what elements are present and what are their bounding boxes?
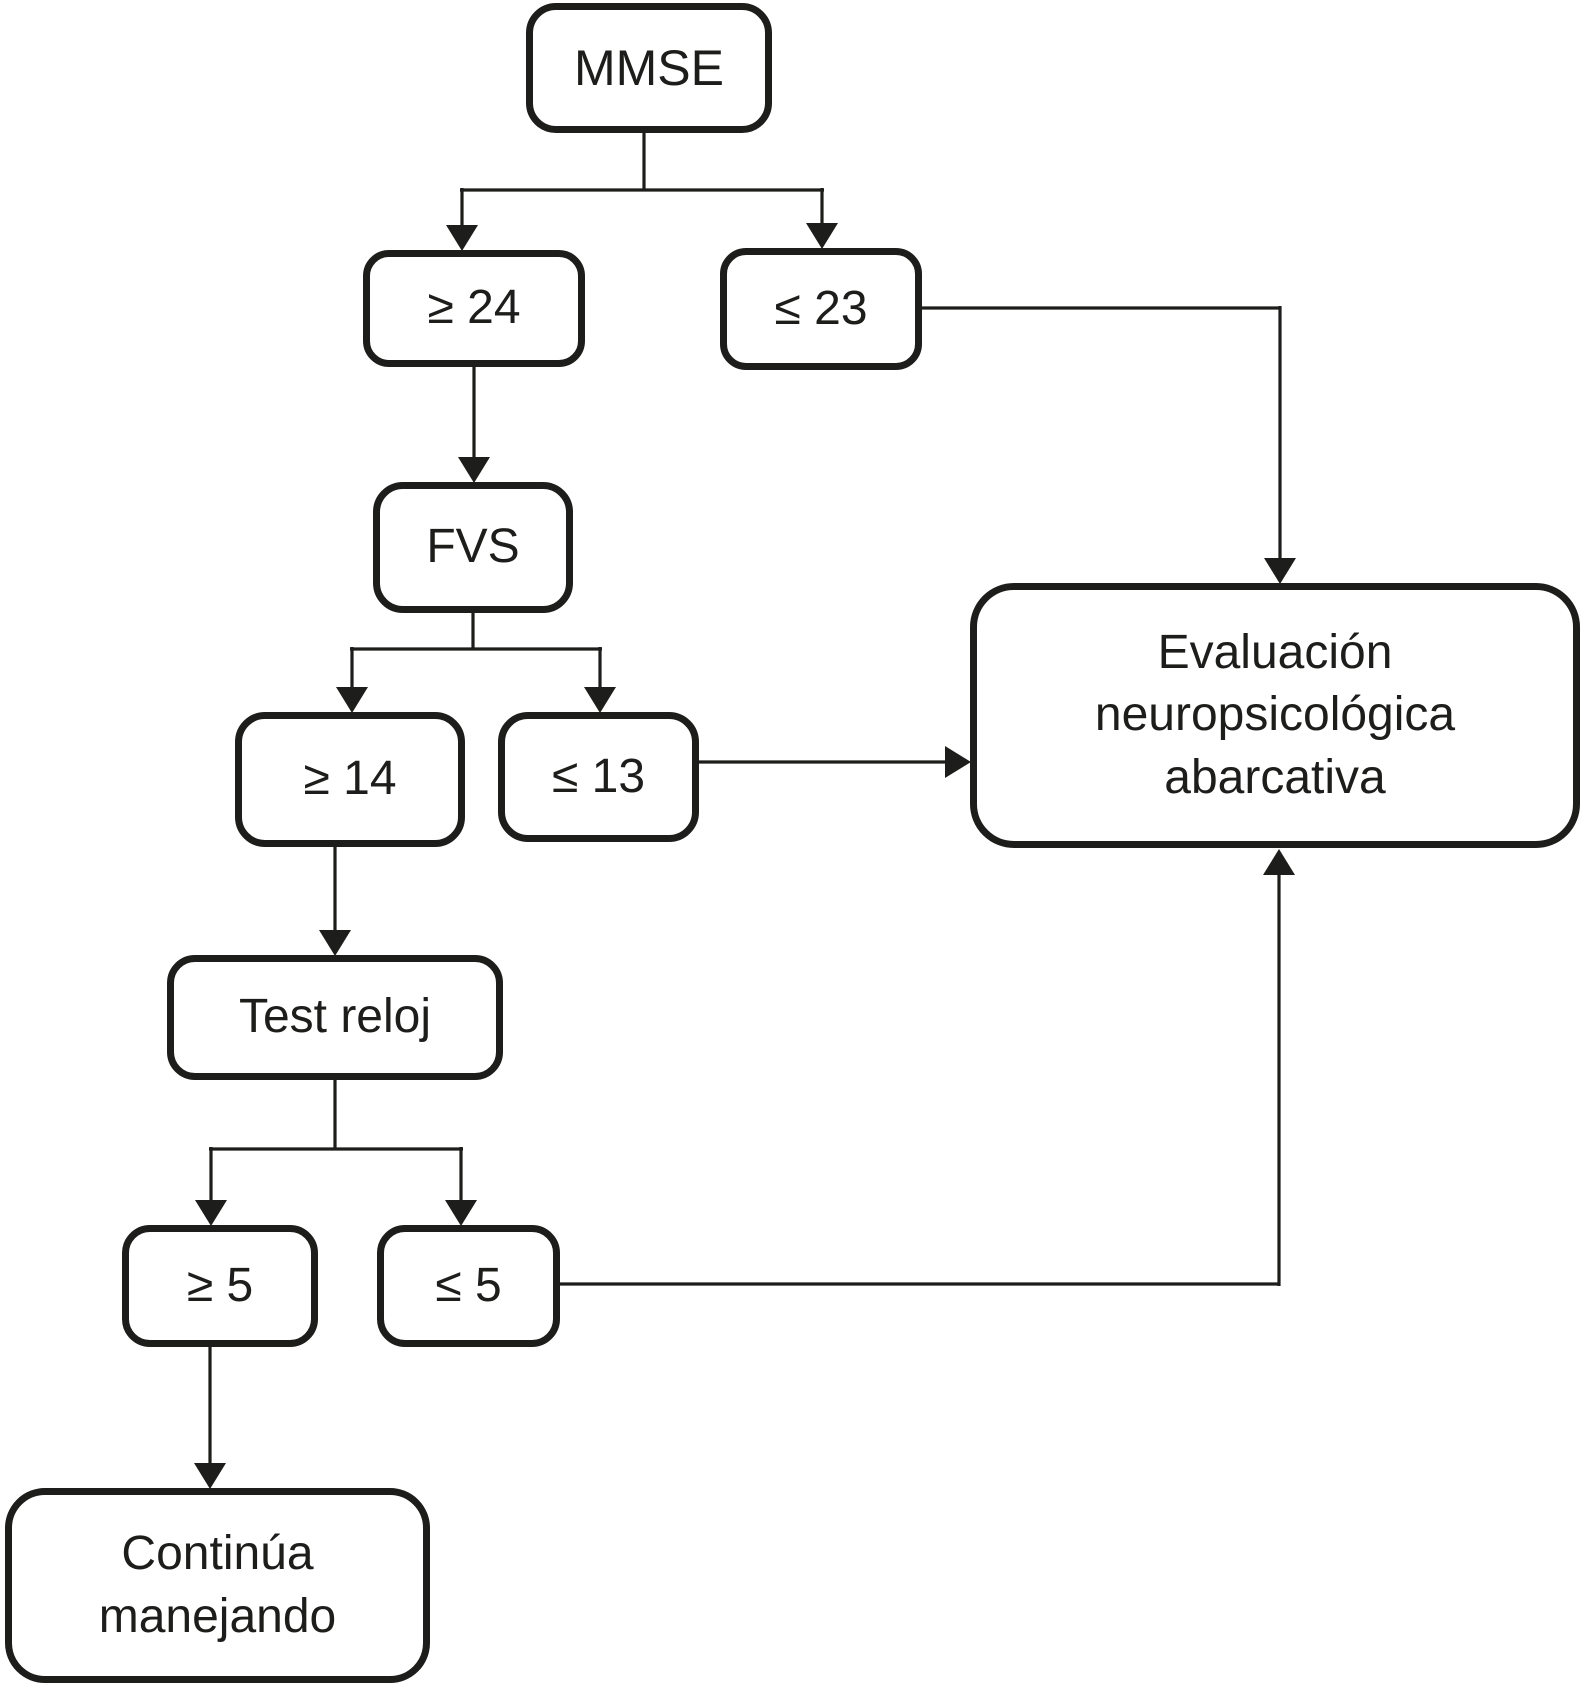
arrowhead-icon	[319, 930, 351, 956]
arrowhead-icon	[806, 223, 838, 249]
arrowhead-icon	[1264, 558, 1296, 584]
arrowhead-icon	[194, 1463, 226, 1489]
node-reloj-le-5: ≤ 5	[377, 1225, 560, 1347]
arrowhead-icon	[446, 225, 478, 251]
node-test-reloj-label: Test reloj	[238, 990, 432, 1044]
node-fvs: FVS	[373, 482, 573, 613]
arrowhead-icon	[584, 687, 616, 713]
node-continua-manejando-label: Continúa manejando	[98, 1527, 337, 1643]
node-fvs-ge-14-label: ≥ 14	[303, 752, 397, 806]
node-fvs-label: FVS	[426, 520, 520, 574]
arrowhead-icon	[1263, 849, 1295, 875]
node-fvs-ge-14: ≥ 14	[235, 712, 465, 847]
node-evaluacion-neuropsicologica: Evaluación neuropsicológica abarcativa	[970, 583, 1580, 848]
arrowhead-icon	[945, 746, 971, 778]
arrowhead-icon	[445, 1200, 477, 1226]
node-evaluacion-neuropsicologica-label: Evaluación neuropsicológica abarcativa	[1094, 625, 1456, 804]
node-fvs-le-13: ≤ 13	[498, 712, 699, 842]
node-mmse-le-23-label: ≤ 23	[774, 281, 868, 335]
node-mmse-ge-24: ≥ 24	[363, 250, 585, 367]
node-test-reloj: Test reloj	[167, 955, 503, 1080]
arrowhead-icon	[458, 457, 490, 483]
node-reloj-ge-5-label: ≥ 5	[186, 1258, 254, 1312]
node-fvs-le-13-label: ≤ 13	[551, 749, 646, 803]
node-mmse-le-23: ≤ 23	[720, 248, 922, 370]
node-reloj-le-5-label: ≤ 5	[435, 1258, 502, 1312]
node-reloj-ge-5: ≥ 5	[122, 1225, 318, 1347]
node-mmse-ge-24-label: ≥ 24	[427, 281, 521, 335]
node-mmse-label: MMSE	[574, 39, 724, 96]
node-continua-manejando: Continúa manejando	[5, 1488, 430, 1683]
node-mmse: MMSE	[526, 3, 772, 133]
arrowhead-icon	[336, 687, 368, 713]
arrowhead-icon	[195, 1200, 227, 1226]
